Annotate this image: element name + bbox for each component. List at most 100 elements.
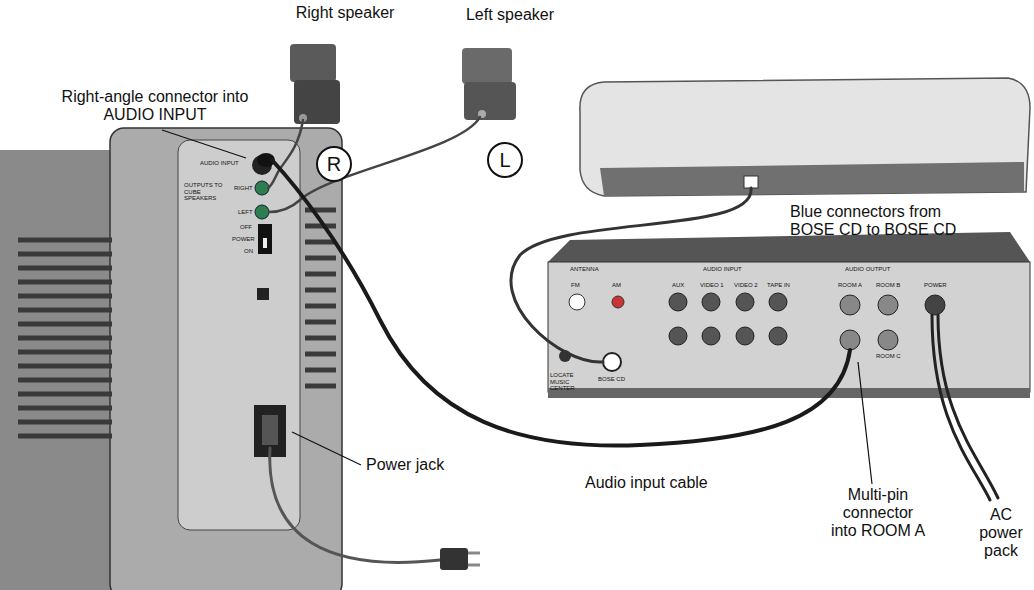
vent — [18, 364, 112, 369]
vent — [18, 350, 112, 355]
vent — [18, 266, 112, 271]
vent — [18, 238, 112, 243]
panel-marking: FM — [571, 282, 580, 289]
vent — [18, 294, 112, 299]
am-jack — [612, 296, 624, 308]
node-text: L — [499, 149, 510, 172]
fm-jack — [569, 294, 585, 310]
panel-marking: BOSE CD — [598, 376, 625, 383]
panel-marking: TAPE IN — [767, 282, 790, 289]
back-plate — [110, 128, 342, 590]
bose-cd-unit — [580, 78, 1030, 196]
leader-lines — [162, 130, 872, 484]
panel-marking: ROOM A — [838, 282, 862, 289]
room-connectors — [840, 295, 898, 350]
speaker-cube — [290, 44, 336, 82]
panel-marking: LEFT — [238, 209, 253, 216]
speaker-housing — [0, 128, 342, 590]
vent — [305, 240, 336, 245]
panel-marking: ON — [244, 248, 253, 255]
vent — [18, 322, 112, 327]
cd-connector — [744, 176, 758, 188]
panel-marking: VIDEO 1 — [700, 282, 724, 289]
vent — [18, 420, 112, 425]
audio-input-cable — [272, 160, 850, 446]
callout-label: Left speaker — [460, 6, 560, 24]
vent — [305, 352, 336, 357]
center-panel — [548, 262, 1030, 392]
vent — [305, 336, 336, 341]
housing-side — [0, 150, 120, 590]
vent — [18, 308, 112, 313]
multi-pin-socket — [878, 330, 898, 350]
vent — [305, 304, 336, 309]
callout-label: AC power pack — [972, 506, 1030, 560]
callout-label: Power jack — [366, 456, 444, 474]
multi-pin-socket — [878, 295, 898, 315]
circled-letter: R — [316, 146, 352, 182]
ac-cable — [932, 315, 990, 500]
center-base — [548, 388, 1030, 398]
blue-cd-cable — [511, 188, 751, 362]
leader-line — [292, 432, 361, 465]
node-text: R — [327, 153, 341, 176]
panel-marking: ROOM B — [876, 282, 900, 289]
vent — [18, 406, 112, 411]
left-speaker-wire — [269, 117, 480, 212]
leader-line — [858, 362, 872, 484]
rca-jack — [769, 293, 787, 311]
connector-panel — [178, 140, 300, 530]
rca-jack — [702, 293, 720, 311]
speaker-cube — [464, 82, 516, 120]
plug-prong — [468, 564, 480, 567]
vent — [305, 272, 336, 277]
callout-label: Right speaker — [295, 4, 395, 22]
cd-base — [600, 162, 1024, 196]
multi-pin-socket — [840, 330, 860, 350]
vent — [305, 320, 336, 325]
rca-jack — [769, 327, 787, 345]
vent — [305, 288, 336, 293]
rca-jack — [736, 293, 754, 311]
left-speaker — [462, 48, 516, 120]
power-plug — [440, 548, 480, 570]
multi-pin-socket — [840, 295, 860, 315]
center-top — [548, 232, 1030, 262]
speaker-cube — [294, 80, 340, 124]
callout-label: Audio input cable — [585, 474, 708, 492]
plug-body — [440, 548, 468, 570]
panel-marking: OFF — [240, 224, 252, 231]
vent — [305, 256, 336, 261]
panel-marking: AUX — [672, 282, 684, 289]
panel-marking: POWER — [924, 282, 947, 289]
speaker-jack — [255, 205, 269, 219]
indicator — [257, 288, 269, 300]
leader-line — [162, 130, 246, 158]
panel-marking: AUDIO INPUT — [200, 160, 239, 167]
vent — [18, 336, 112, 341]
rca-jack — [669, 293, 687, 311]
panel-marking: LOCATE MUSIC CENTER — [550, 372, 594, 392]
switch-lever — [263, 238, 267, 248]
vents — [18, 210, 336, 436]
power-jack-socket — [262, 415, 278, 445]
panel-marking: POWER — [232, 236, 255, 243]
vent — [18, 252, 112, 257]
panel-marking: RIGHT — [234, 185, 253, 192]
rca-jacks — [669, 293, 787, 345]
vent — [18, 392, 112, 397]
panel-marking: AUDIO INPUT — [703, 266, 742, 273]
circled-letter: L — [487, 142, 523, 178]
vent — [305, 224, 336, 229]
panel-marking: AUDIO OUTPUT — [845, 266, 890, 273]
rca-jack — [736, 327, 754, 345]
power-socket — [925, 295, 945, 315]
cables — [268, 117, 998, 562]
panel-marking: ANTENNA — [570, 266, 599, 273]
callout-label: Right-angle connector into AUDIO INPUT — [40, 88, 270, 124]
music-center — [548, 232, 1030, 398]
rca-jack — [669, 327, 687, 345]
panel-marking: AM — [612, 282, 621, 289]
vent — [305, 384, 336, 389]
panel-marking: OUTPUTS TO CUBE SPEAKERS — [184, 182, 230, 202]
